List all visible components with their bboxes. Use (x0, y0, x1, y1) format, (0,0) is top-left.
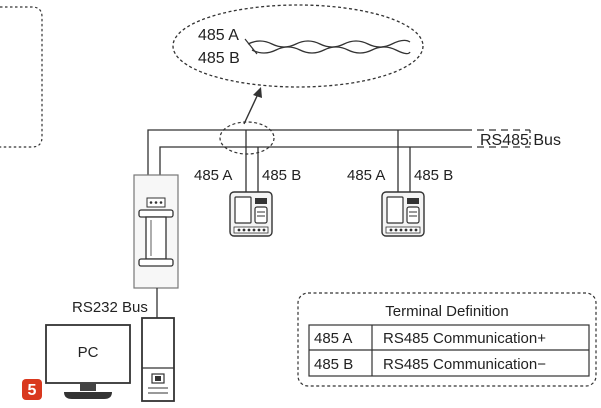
definition-pin-a: 485 A (314, 330, 352, 347)
rs232-bus-label: RS232 Bus (72, 299, 148, 316)
terminal-1-label-485b: 485 B (262, 167, 301, 184)
terminal-device-1 (229, 191, 273, 237)
zoom-label-485b: 485 B (198, 50, 240, 67)
rs485-bus-label: RS485 Bus (480, 132, 561, 149)
step-badge: 5 (22, 379, 42, 400)
terminal-2-label-485a: 485 A (347, 167, 385, 184)
terminal-1-wires (245, 130, 259, 192)
step-number: 5 (28, 382, 37, 399)
pc-label: PC (78, 344, 99, 361)
twisted-wire-a (247, 39, 411, 48)
zoom-callout: 485 A 485 B (172, 4, 424, 88)
zoom-arrow (243, 87, 262, 125)
zoom-label-485a: 485 A (198, 27, 239, 44)
terminal-2-wires (397, 130, 411, 192)
terminal-1-label-485a: 485 A (194, 167, 232, 184)
definition-meaning-b: RS485 Communication− (383, 356, 546, 373)
twisted-wire-b (251, 46, 411, 55)
rs485-bus-lines (147, 129, 531, 175)
pc-monitor (45, 324, 131, 399)
terminal-definition-panel: Terminal Definition 485 A RS485 Communic… (297, 292, 597, 387)
terminal-2-label-485b: 485 B (414, 167, 453, 184)
converter-device (133, 174, 179, 289)
definition-meaning-a: RS485 Communication+ (383, 330, 546, 347)
terminal-device-2 (381, 191, 425, 237)
partial-dashed-frame (0, 6, 43, 148)
definition-table (308, 324, 590, 377)
pc-tower (141, 317, 175, 402)
definition-title: Terminal Definition (385, 303, 508, 320)
bus-zoom-ellipse (219, 121, 275, 155)
definition-pin-b: 485 B (314, 356, 353, 373)
